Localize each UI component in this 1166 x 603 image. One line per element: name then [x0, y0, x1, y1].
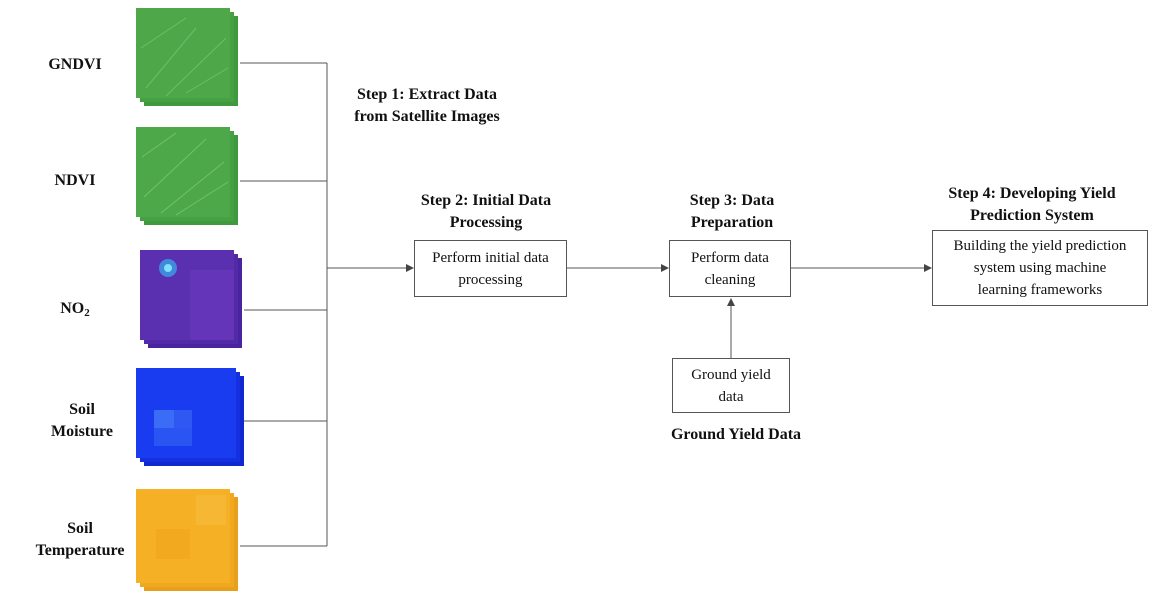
step3-title: Step 3: Data Preparation — [662, 190, 802, 234]
step4-title-line2: Prediction System — [970, 207, 1094, 224]
step2-box-line2: processing — [458, 271, 523, 288]
no2-image — [140, 250, 242, 348]
step4-title: Step 4: Developing Yield Prediction Syst… — [920, 183, 1144, 227]
no2-label-main: NO — [60, 300, 85, 317]
no2-label-subscript: 2 — [84, 307, 90, 319]
no2-label: NO2 — [40, 298, 110, 324]
step1-title: Step 1: Extract Data from Satellite Imag… — [332, 84, 522, 128]
step3-title-line1: Step 3: Data — [689, 192, 775, 209]
gndvi-image — [136, 8, 238, 106]
soil-temperature-label-line1: Soil — [67, 520, 93, 537]
soil-temperature-image — [136, 489, 238, 591]
soil-moisture-label-line1: Soil — [69, 401, 95, 418]
step1-title-line1: Step 1: Extract Data — [357, 86, 497, 103]
step4-box-line1: Building the yield prediction — [953, 238, 1127, 254]
ground-box-line1: Ground yield — [691, 366, 771, 383]
soil-moisture-label: Soil Moisture — [40, 399, 124, 443]
step4-box-line3: learning frameworks — [977, 282, 1103, 298]
step2-title-line2: Processing — [449, 214, 523, 231]
step2-title-line1: Step 2: Initial Data — [420, 192, 552, 209]
gndvi-label: GNDVI — [48, 56, 102, 73]
ndvi-label: NDVI — [54, 172, 96, 189]
step3-box-line2: cleaning — [704, 271, 756, 288]
step4-box-line2: system using machine — [973, 260, 1107, 276]
ndvi-image — [136, 127, 238, 225]
soil-temperature-label-line2: Temperature — [35, 542, 125, 559]
step4-title-line1: Step 4: Developing Yield — [948, 185, 1116, 202]
step3-title-line2: Preparation — [690, 214, 774, 231]
step1-title-line2: from Satellite Images — [354, 108, 500, 125]
step3-process-box: Perform data cleaning — [669, 240, 791, 297]
step3-box-line1: Perform data — [691, 249, 769, 266]
step4-process-box: Building the yield prediction system usi… — [932, 230, 1148, 306]
soil-moisture-label-line2: Moisture — [51, 423, 113, 440]
step2-title: Step 2: Initial Data Processing — [396, 190, 576, 234]
ground-yield-caption: Ground Yield Data — [670, 426, 802, 443]
step2-process-box: Perform initial data processing — [414, 240, 567, 297]
soil-moisture-image — [136, 368, 244, 466]
step2-box-line1: Perform initial data — [432, 249, 549, 266]
ground-box-line2: data — [718, 388, 744, 405]
ground-yield-box: Ground yield data — [672, 358, 790, 413]
soil-temperature-label: Soil Temperature — [28, 518, 132, 562]
